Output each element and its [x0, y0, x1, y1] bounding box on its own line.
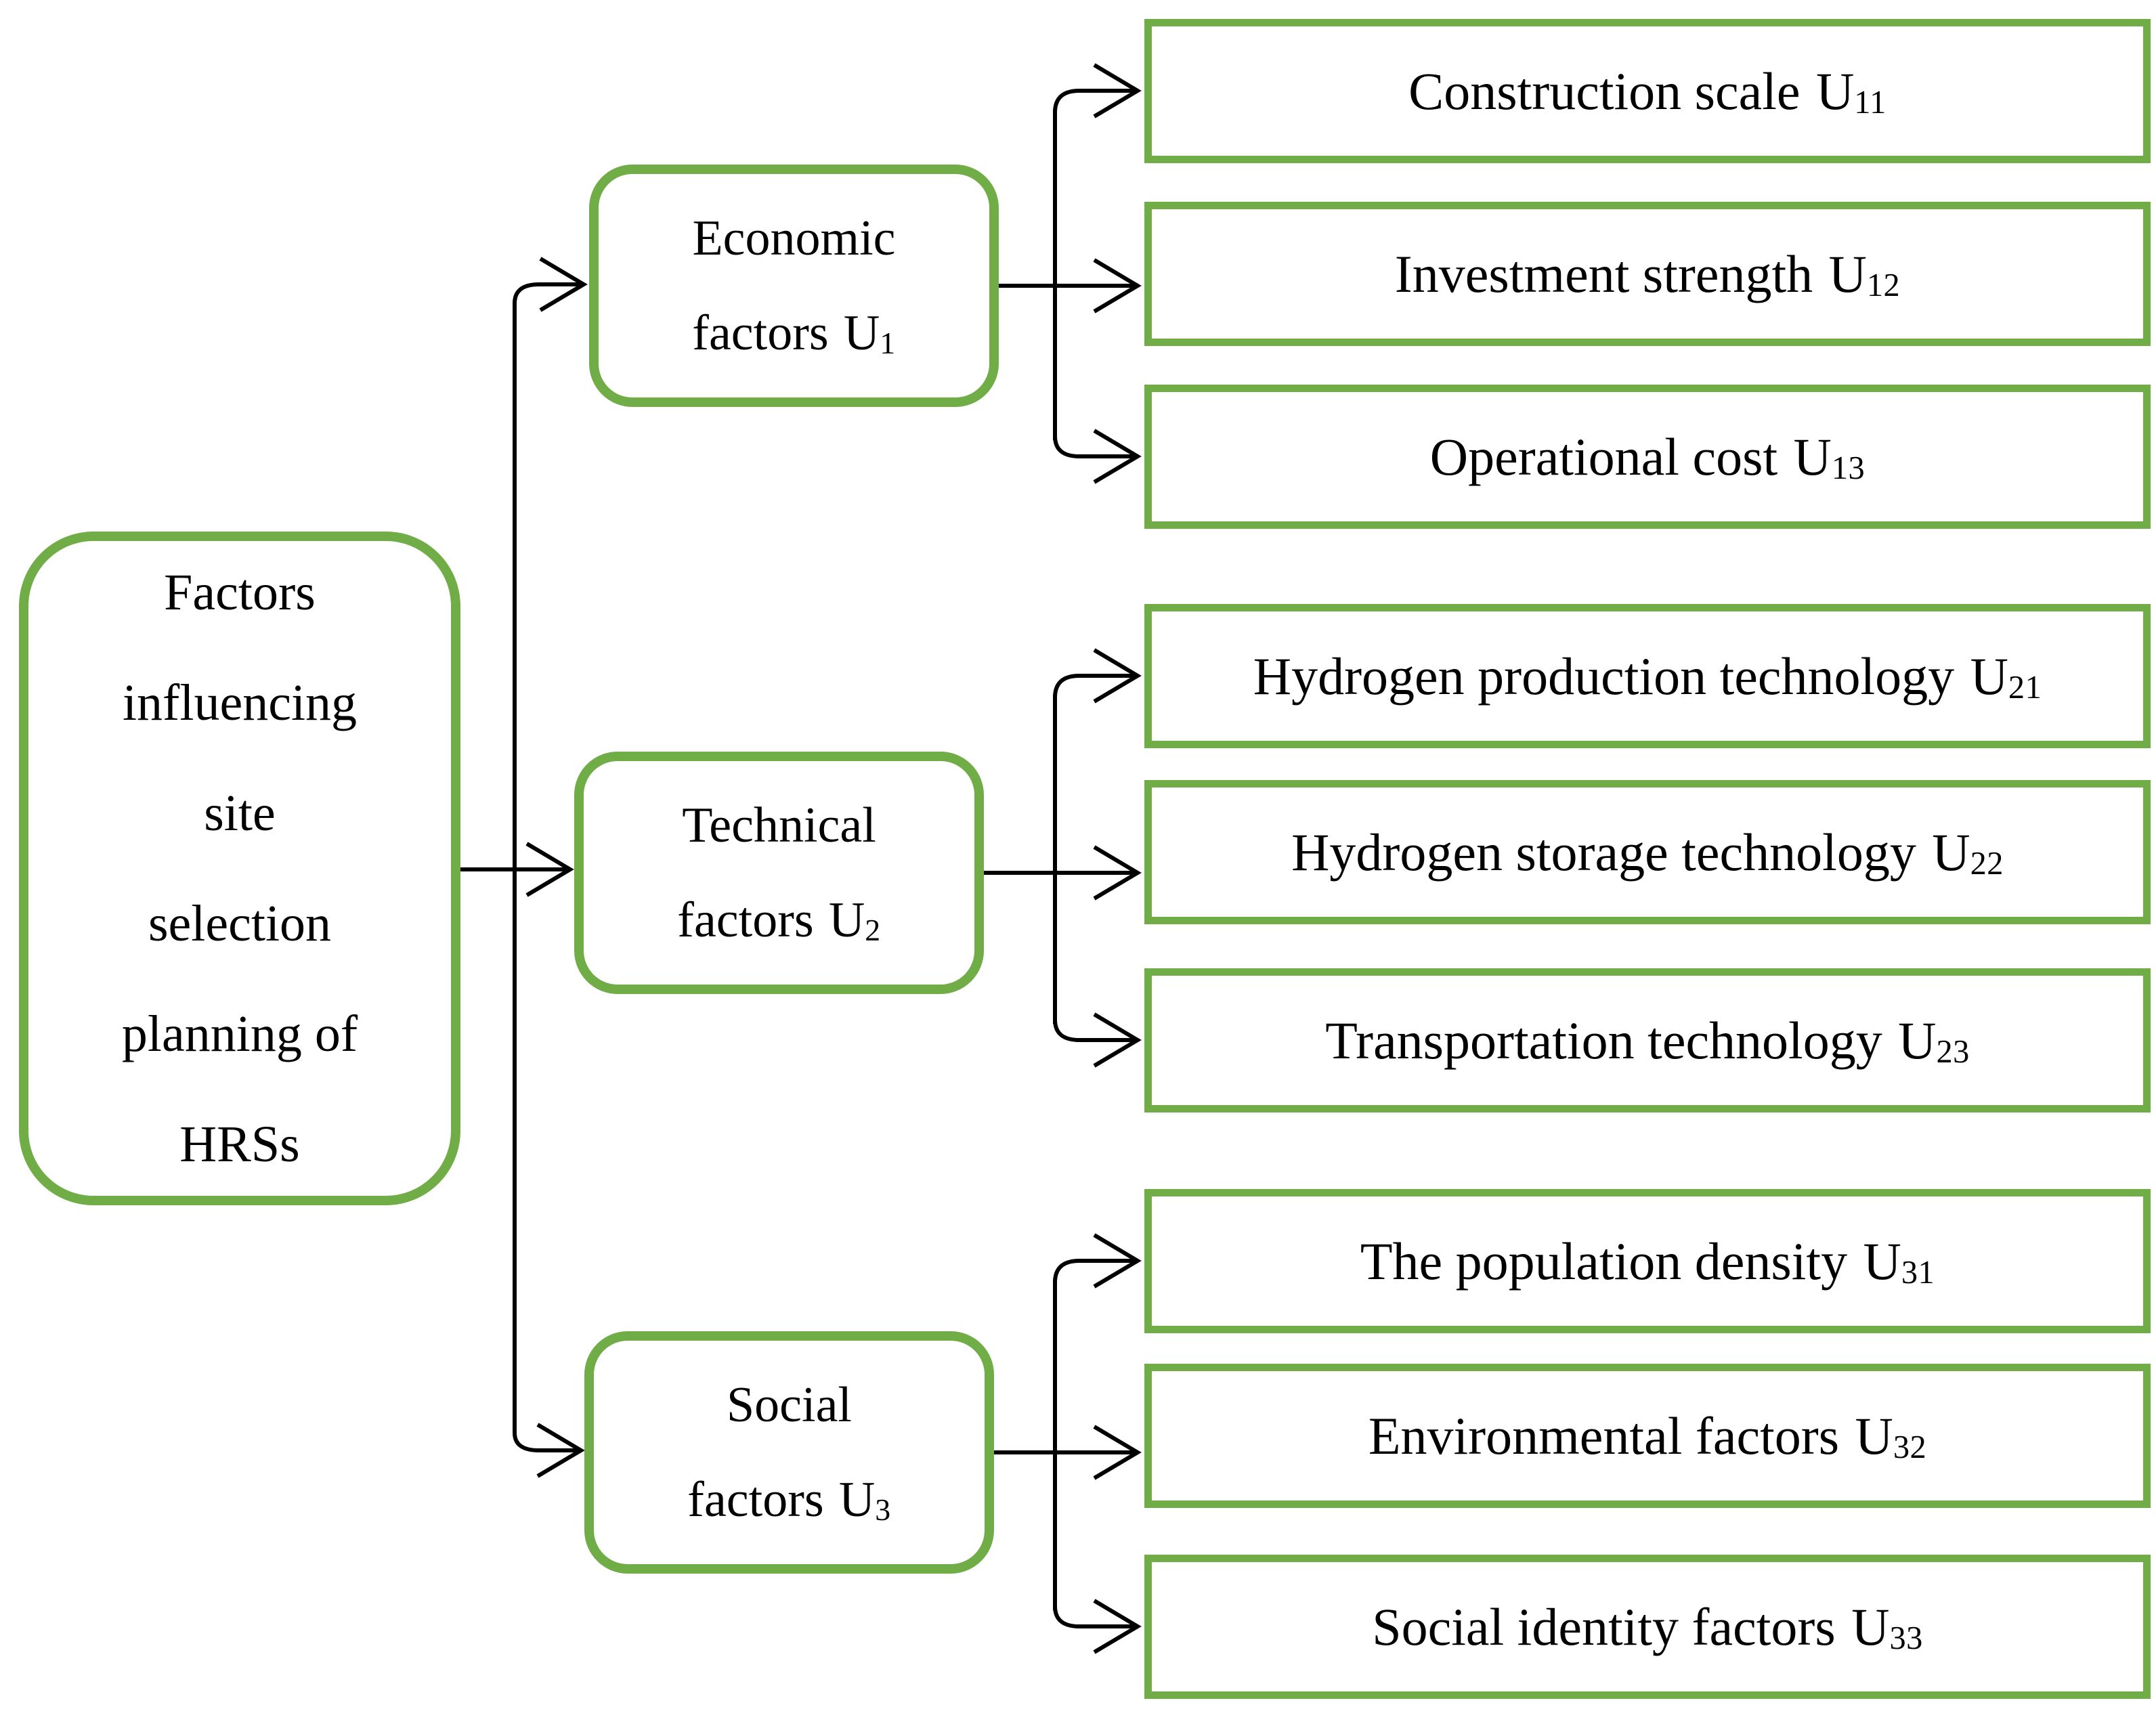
subscript: 13	[1831, 450, 1866, 487]
arrowhead-u23	[1093, 1012, 1142, 1068]
subscript: 1	[880, 326, 896, 361]
arrowhead-u32	[1093, 1425, 1142, 1480]
leaf-label: The population density	[1360, 1231, 1848, 1291]
connector-social-bottom	[1053, 1605, 1135, 1628]
arrowhead-u31	[1093, 1233, 1142, 1289]
category-line1: Social	[727, 1377, 852, 1433]
arrowhead-social	[536, 1423, 585, 1478]
root-line: planning of	[121, 1005, 358, 1062]
arrowhead-technical	[525, 842, 574, 897]
root-line: HRSs	[179, 1115, 300, 1173]
subscript: 23	[1936, 1034, 1970, 1071]
category-line1: Economic	[692, 211, 896, 266]
leaf-label: Transportation technology	[1325, 1010, 1882, 1070]
arrowhead-u21	[1093, 648, 1142, 704]
subscript: 11	[1854, 85, 1886, 121]
subscript: 3	[875, 1492, 891, 1528]
category-line1: Technical	[682, 798, 876, 853]
subscript: 2	[865, 913, 881, 948]
leaf-label: Hydrogen production technology	[1253, 646, 1955, 706]
subscript: 31	[1901, 1255, 1935, 1291]
arrowhead-u12	[1093, 258, 1142, 314]
subscript: 22	[1970, 846, 2004, 882]
connector-economic-bottom	[1053, 435, 1135, 458]
root-line: site	[204, 784, 276, 842]
connector-social-top	[1053, 1259, 1135, 1283]
subscript: 21	[2008, 670, 2042, 706]
subscript: 12	[1866, 267, 1901, 304]
leaf-label: Hydrogen storage technology	[1291, 822, 1916, 882]
root-line: influencing	[122, 674, 358, 731]
subscript: 32	[1893, 1429, 1927, 1466]
arrowhead-u33	[1093, 1599, 1142, 1654]
connector-economic-top	[1053, 89, 1135, 113]
leaf-label: Operational cost	[1429, 427, 1778, 486]
root-line: Factors	[164, 563, 316, 621]
connector-technical-top	[1053, 674, 1135, 698]
connector-branch-economic	[513, 282, 582, 304]
connector-technical-bottom	[1053, 1019, 1135, 1042]
leaf-label: Environmental factors	[1368, 1406, 1840, 1465]
arrowhead-u11	[1093, 63, 1142, 118]
arrowhead-economic	[539, 257, 588, 312]
leaf-label: Social identity factors	[1372, 1597, 1836, 1656]
root-line: selection	[148, 894, 332, 952]
leaf-label: Investment strength	[1394, 244, 1813, 303]
connector-branch-social	[513, 1432, 580, 1452]
arrowhead-u22	[1093, 845, 1142, 901]
arrowhead-u13	[1093, 429, 1142, 484]
node-root-factors: Factors influencing site selection plann…	[19, 532, 460, 1205]
subscript: 33	[1889, 1620, 1923, 1657]
leaf-label: Construction scale	[1408, 61, 1801, 121]
